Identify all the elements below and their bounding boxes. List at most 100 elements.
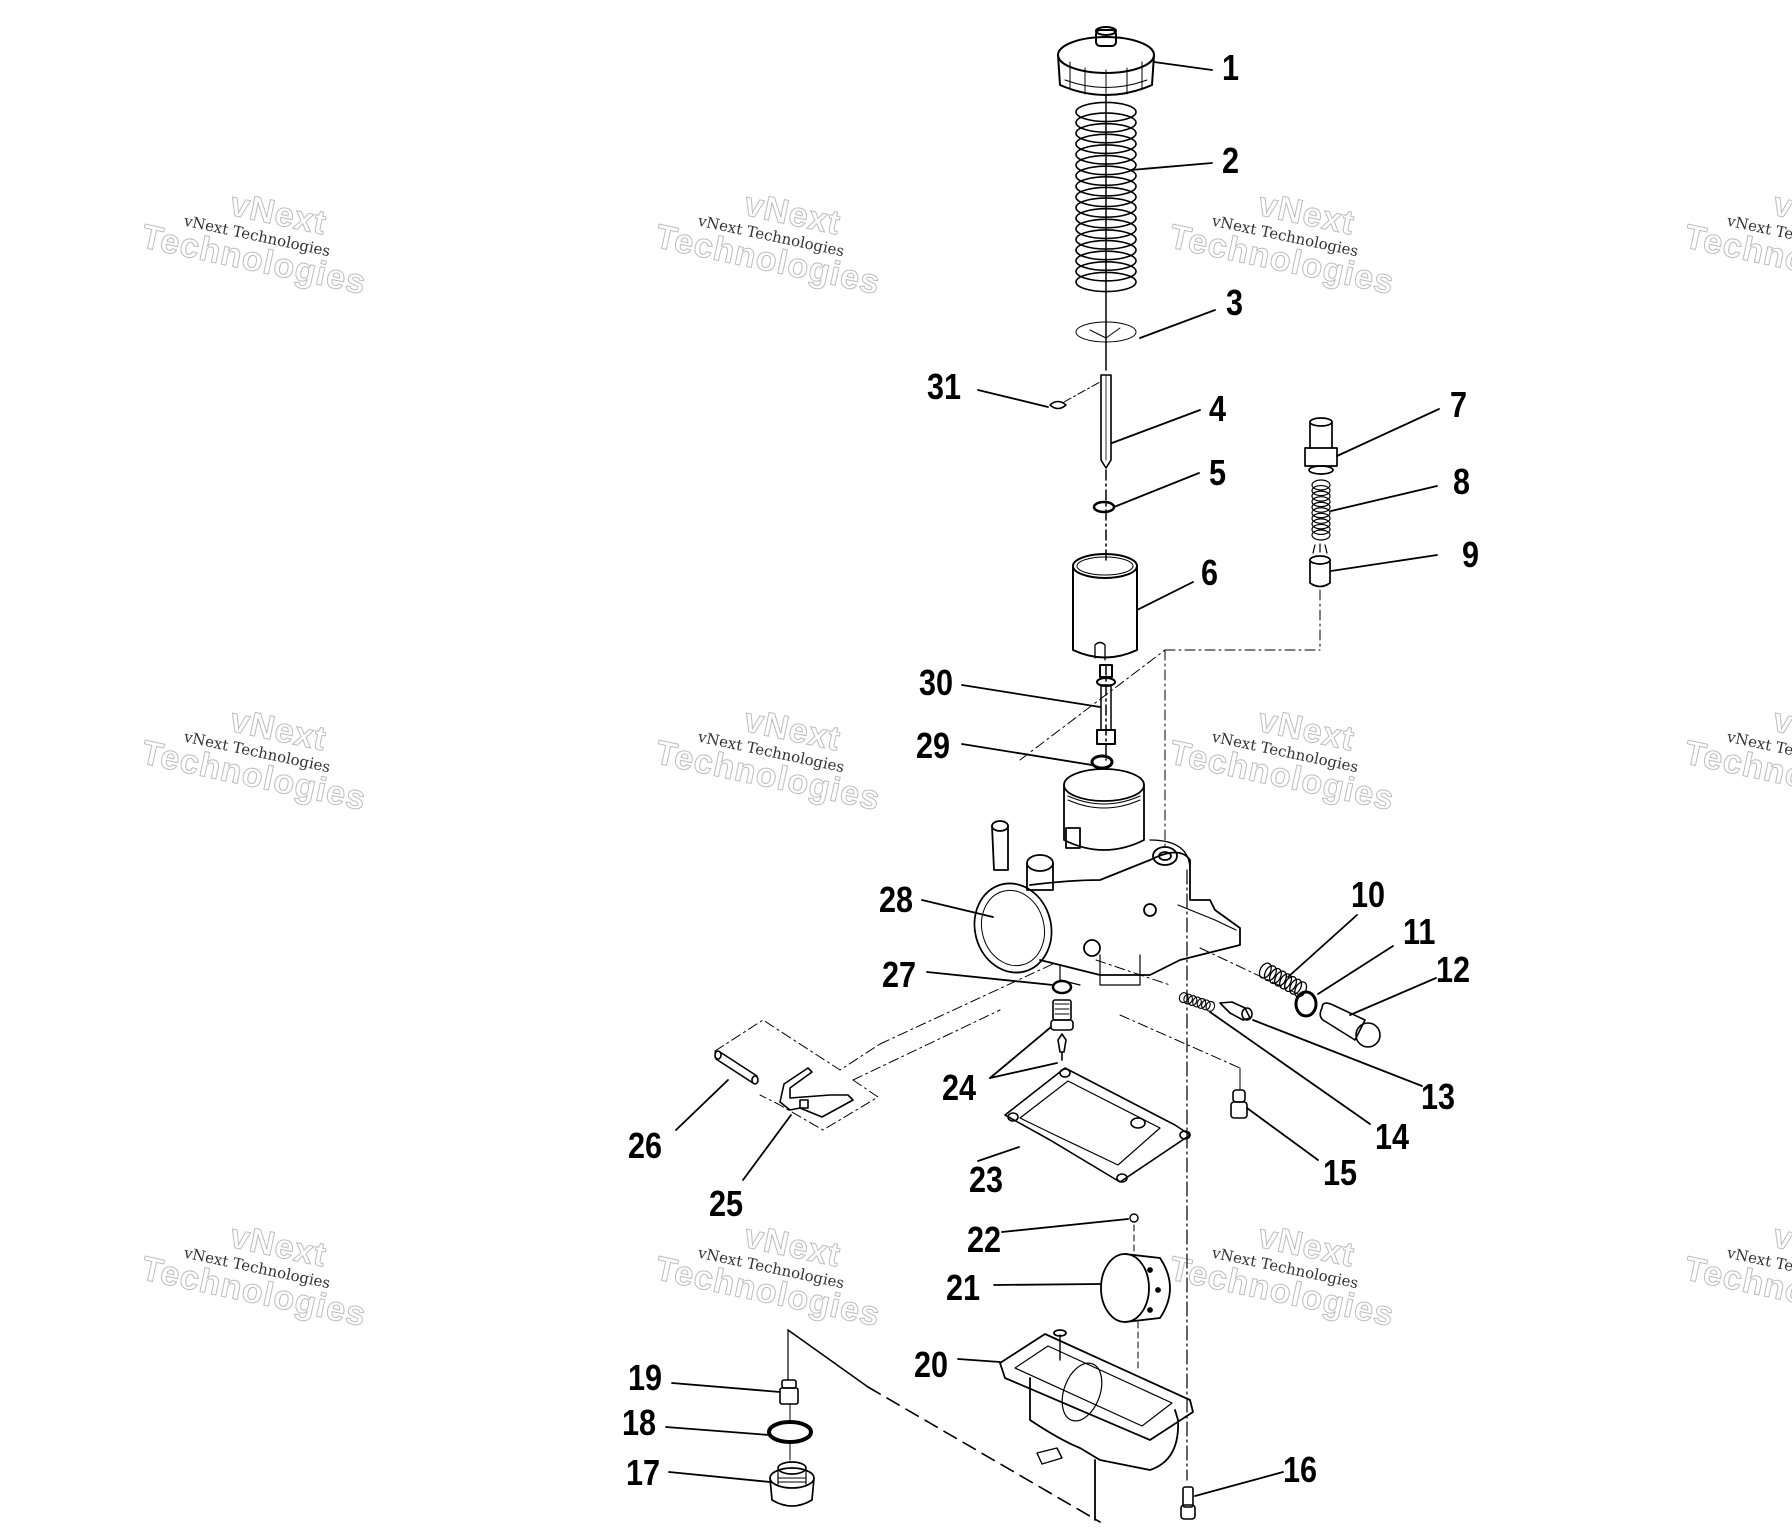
callout-14: 14 [1375,1116,1410,1157]
spring-coil [1075,101,1137,123]
part-15-pilot-jet [1230,1089,1248,1119]
spring-coil [1075,197,1137,218]
callout-28: 28 [879,879,914,920]
spring-coil [1311,501,1331,513]
leader-1 [1153,61,1213,71]
part-30-needle-jet [1096,664,1116,745]
spring-coil [1075,133,1137,155]
part-1-cap [1057,26,1155,97]
callout-8: 8 [1453,461,1471,502]
part-13-screw [1219,1001,1253,1021]
callout-26: 26 [628,1125,663,1166]
leader-3 [1139,309,1216,339]
part-6-slide [1072,553,1138,661]
callout-29: 29 [916,725,951,766]
spring-coil [1075,239,1137,261]
part-16-screw [1180,1486,1196,1520]
leader-6 [1136,581,1194,611]
callout-3: 3 [1226,282,1244,323]
leader-26 [675,1079,729,1131]
callout-7: 7 [1450,384,1468,425]
part-27-washer [1051,979,1073,995]
callout-18: 18 [622,1402,657,1443]
part-28-body [973,768,1241,986]
leader-23 [977,1146,1020,1162]
part-23-gasket [1004,1067,1191,1183]
spring-coil [1311,484,1331,497]
leader-30 [961,684,1101,708]
callout-23: 23 [969,1159,1004,1200]
part-5-washer [1092,500,1116,514]
part-7-fitting [1304,417,1338,475]
part-22-ball [1129,1213,1139,1223]
spring-coil [1075,165,1137,187]
callout-31: 31 [927,366,962,407]
leader-7 [1336,408,1440,457]
part-26-pin [714,1050,759,1085]
callout-27: 27 [882,954,917,995]
leader-25 [742,1114,792,1181]
callout-21: 21 [946,1267,981,1308]
leader-14 [1209,1011,1371,1125]
spring-coil [1205,1000,1216,1012]
leader-17 [668,1471,771,1483]
callout-13: 13 [1421,1076,1456,1117]
part-8-spring [1311,479,1331,541]
spring-coil [1178,992,1189,1004]
part-21-float [1100,1253,1171,1323]
spring-coil [1192,996,1202,1008]
spring-coil [1075,250,1137,272]
leader-9 [1330,554,1438,572]
spring-coil [1075,186,1137,208]
part-31-clip [1049,400,1067,410]
spring-coil [1187,995,1198,1007]
leader-31 [977,389,1049,408]
part-14-spring [1178,992,1216,1012]
leader-12 [1349,977,1437,1016]
leader-8 [1330,485,1438,512]
spring-coil [1273,970,1288,987]
callout-19: 19 [628,1357,663,1398]
spring-coil [1311,518,1331,530]
part-18-oring [767,1420,813,1444]
part-24-needle-valve [1050,999,1074,1061]
callout-16: 16 [1283,1449,1318,1490]
spring-coil [1075,271,1137,293]
leader-19 [671,1382,781,1393]
callout-9: 9 [1462,534,1480,575]
spring-coil [1075,207,1137,229]
callout-2: 2 [1222,140,1240,181]
part-11-washer [1294,990,1318,1018]
leader-11 [1317,945,1394,995]
spring-coil [1311,529,1331,541]
spring-coil [1196,997,1207,1009]
spring-coil [1311,479,1331,491]
spring-coil [1075,122,1137,144]
callout-1: 1 [1222,47,1240,88]
leader-28 [921,899,994,918]
spring-coil [1075,112,1137,133]
spring-coil [1289,978,1303,995]
leader-24b [989,1062,1058,1079]
spring-coil [1268,967,1282,985]
spring-coil [1258,962,1272,979]
spring-coil [1075,229,1137,250]
leader-4 [1111,409,1201,444]
leader-16 [1194,1471,1284,1497]
callout-10: 10 [1351,874,1386,915]
callout-15: 15 [1323,1152,1358,1193]
leader-18 [665,1426,770,1436]
spring-coil [1311,496,1331,508]
leader-15 [1246,1107,1319,1161]
callout-22: 22 [967,1219,1002,1260]
leader-13 [1252,1019,1423,1087]
part-3-plate [1075,321,1137,343]
spring-coil [1311,512,1331,524]
callout-11: 11 [1403,911,1436,952]
spring-coil [1201,999,1211,1011]
leader-22 [1001,1218,1129,1233]
part-17-drain-plug [769,1461,815,1507]
spring-coil [1263,965,1277,982]
spring-coil [1278,973,1293,990]
